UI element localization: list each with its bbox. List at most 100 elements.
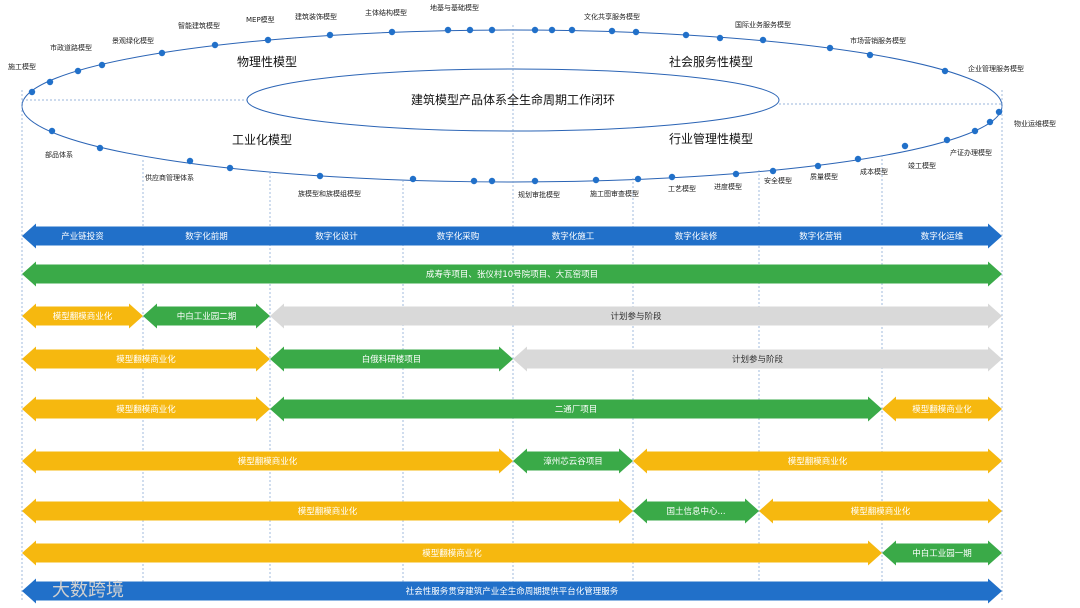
stage-bar-arrow [22, 223, 1002, 249]
node-dot [971, 127, 979, 135]
node-dot [986, 118, 994, 126]
quadrant-social-service: 社会服务性模型 [669, 54, 753, 69]
stage-label: 数字化运维 [921, 231, 964, 242]
node-dot [470, 177, 478, 185]
node-label: 进度模型 [714, 182, 742, 191]
node-label: 施工图审查模型 [590, 189, 639, 198]
bottom-bar-label: 社会性服务贯穿建筑产业全生命周期提供平台化管理服务 [406, 586, 619, 597]
row5-segment-arrow [633, 448, 1002, 474]
node-dot [941, 67, 949, 75]
node-dot [608, 27, 616, 35]
row6-segment-label: 模型翻模商业化 [298, 506, 358, 517]
row4-segment-label: 模型翻模商业化 [116, 404, 176, 415]
node-dot [316, 172, 324, 180]
center-title: 建筑模型产品体系全生命周期工作闭环 [411, 92, 615, 107]
row4-segment-arrow [882, 396, 1002, 422]
node-dot [226, 164, 234, 172]
node-dot [388, 28, 396, 36]
node-dot [732, 170, 740, 178]
quadrant-physical: 物理性模型 [237, 55, 297, 69]
node-dot [634, 175, 642, 183]
node-dot [488, 177, 496, 185]
row7-segment-arrow [882, 540, 1002, 566]
node-label: 施工模型 [8, 62, 36, 71]
node-label: 物业运维模型 [1014, 119, 1056, 128]
row5-segment-arrow [22, 448, 513, 474]
node-label: 供应商管理体系 [145, 173, 194, 182]
node-dot [769, 167, 777, 175]
node-label: 产证办理模型 [950, 148, 992, 157]
node-dot [186, 157, 194, 165]
node-label: 竣工模型 [908, 161, 936, 170]
node-dot [668, 173, 676, 181]
node-dot [48, 127, 56, 135]
row4-segment-arrow [270, 396, 882, 422]
row4-segment-arrow [22, 396, 270, 422]
node-label: MEP模型 [246, 15, 275, 24]
stage-label: 数字化设计 [315, 231, 358, 242]
node-dot [759, 36, 767, 44]
node-dot [96, 144, 104, 152]
row2-segment-arrow [270, 303, 1002, 329]
stage-label: 数字化前期 [185, 231, 228, 242]
row5-segment-label: 模型翻模商业化 [238, 456, 298, 467]
row7-segment-arrow [22, 540, 882, 566]
node-dot [866, 51, 874, 59]
node-dot [98, 61, 106, 69]
node-label: 国际业务服务模型 [735, 20, 791, 29]
stage-label: 数字化营销 [799, 231, 842, 242]
stage-label: 产业链投资 [61, 231, 104, 242]
node-dot [568, 26, 576, 34]
node-dot [632, 28, 640, 36]
row3-segment-label: 计划参与阶段 [732, 354, 784, 365]
node-dot [46, 78, 54, 86]
row1-segment-label: 成寿寺项目、张仪村10号院项目、大瓦窑项目 [426, 269, 598, 280]
node-dot [995, 108, 1003, 116]
node-label: 地基与基础模型 [430, 3, 479, 12]
stage-label: 数字化采购 [437, 231, 480, 242]
row7-segment-label: 模型翻模商业化 [422, 548, 482, 559]
node-label: 工艺模型 [668, 184, 696, 193]
bottom-bar-arrow [22, 578, 1002, 604]
node-dot [943, 136, 951, 144]
row2-segment-arrow [22, 303, 143, 329]
node-label: 质量模型 [810, 172, 838, 181]
row3-segment-label: 白俄科研楼项目 [362, 354, 422, 365]
row5-segment-label: 模型翻模商业化 [788, 456, 848, 467]
node-dot [592, 176, 600, 184]
node-dot [326, 31, 334, 39]
stage-label: 数字化施工 [552, 231, 595, 242]
quadrant-industrial: 工业化模型 [232, 133, 292, 147]
node-dot [814, 162, 822, 170]
row2-segment-label: 计划参与阶段 [610, 311, 662, 322]
node-label: 文化共享服务模型 [584, 12, 640, 21]
node-dot [901, 142, 909, 150]
row2-segment-label: 中白工业园二期 [177, 311, 237, 322]
row6-segment-arrow [22, 498, 633, 524]
node-label: 规划审批模型 [518, 190, 560, 199]
row6-segment-arrow [633, 498, 759, 524]
row3-segment-label: 模型翻模商业化 [116, 354, 176, 365]
row5-segment-arrow [513, 448, 633, 474]
watermark: 大数跨境 [52, 580, 124, 601]
node-label: 智能建筑模型 [178, 21, 220, 30]
row3-segment-arrow [513, 346, 1002, 372]
node-label: 安全模型 [764, 176, 792, 185]
node-label: 景观绿化模型 [112, 36, 154, 45]
node-label: 市政道路模型 [50, 43, 92, 52]
node-dot [28, 88, 36, 96]
row4-segment-label: 二通厂项目 [555, 404, 598, 415]
row3-segment-arrow [270, 346, 513, 372]
node-dot [466, 26, 474, 34]
stage-label: 数字化装修 [675, 231, 718, 242]
row2-segment-label: 模型翻模商业化 [53, 311, 113, 322]
node-dot [826, 44, 834, 52]
node-dot [409, 175, 417, 183]
node-label: 建筑装饰模型 [295, 12, 337, 21]
node-label: 主体结构模型 [365, 8, 407, 17]
row3-segment-arrow [22, 346, 270, 372]
row5-segment-label: 漳州芯云谷项目 [543, 456, 603, 467]
node-dot [211, 41, 219, 49]
row1-segment-arrow [22, 261, 1002, 287]
